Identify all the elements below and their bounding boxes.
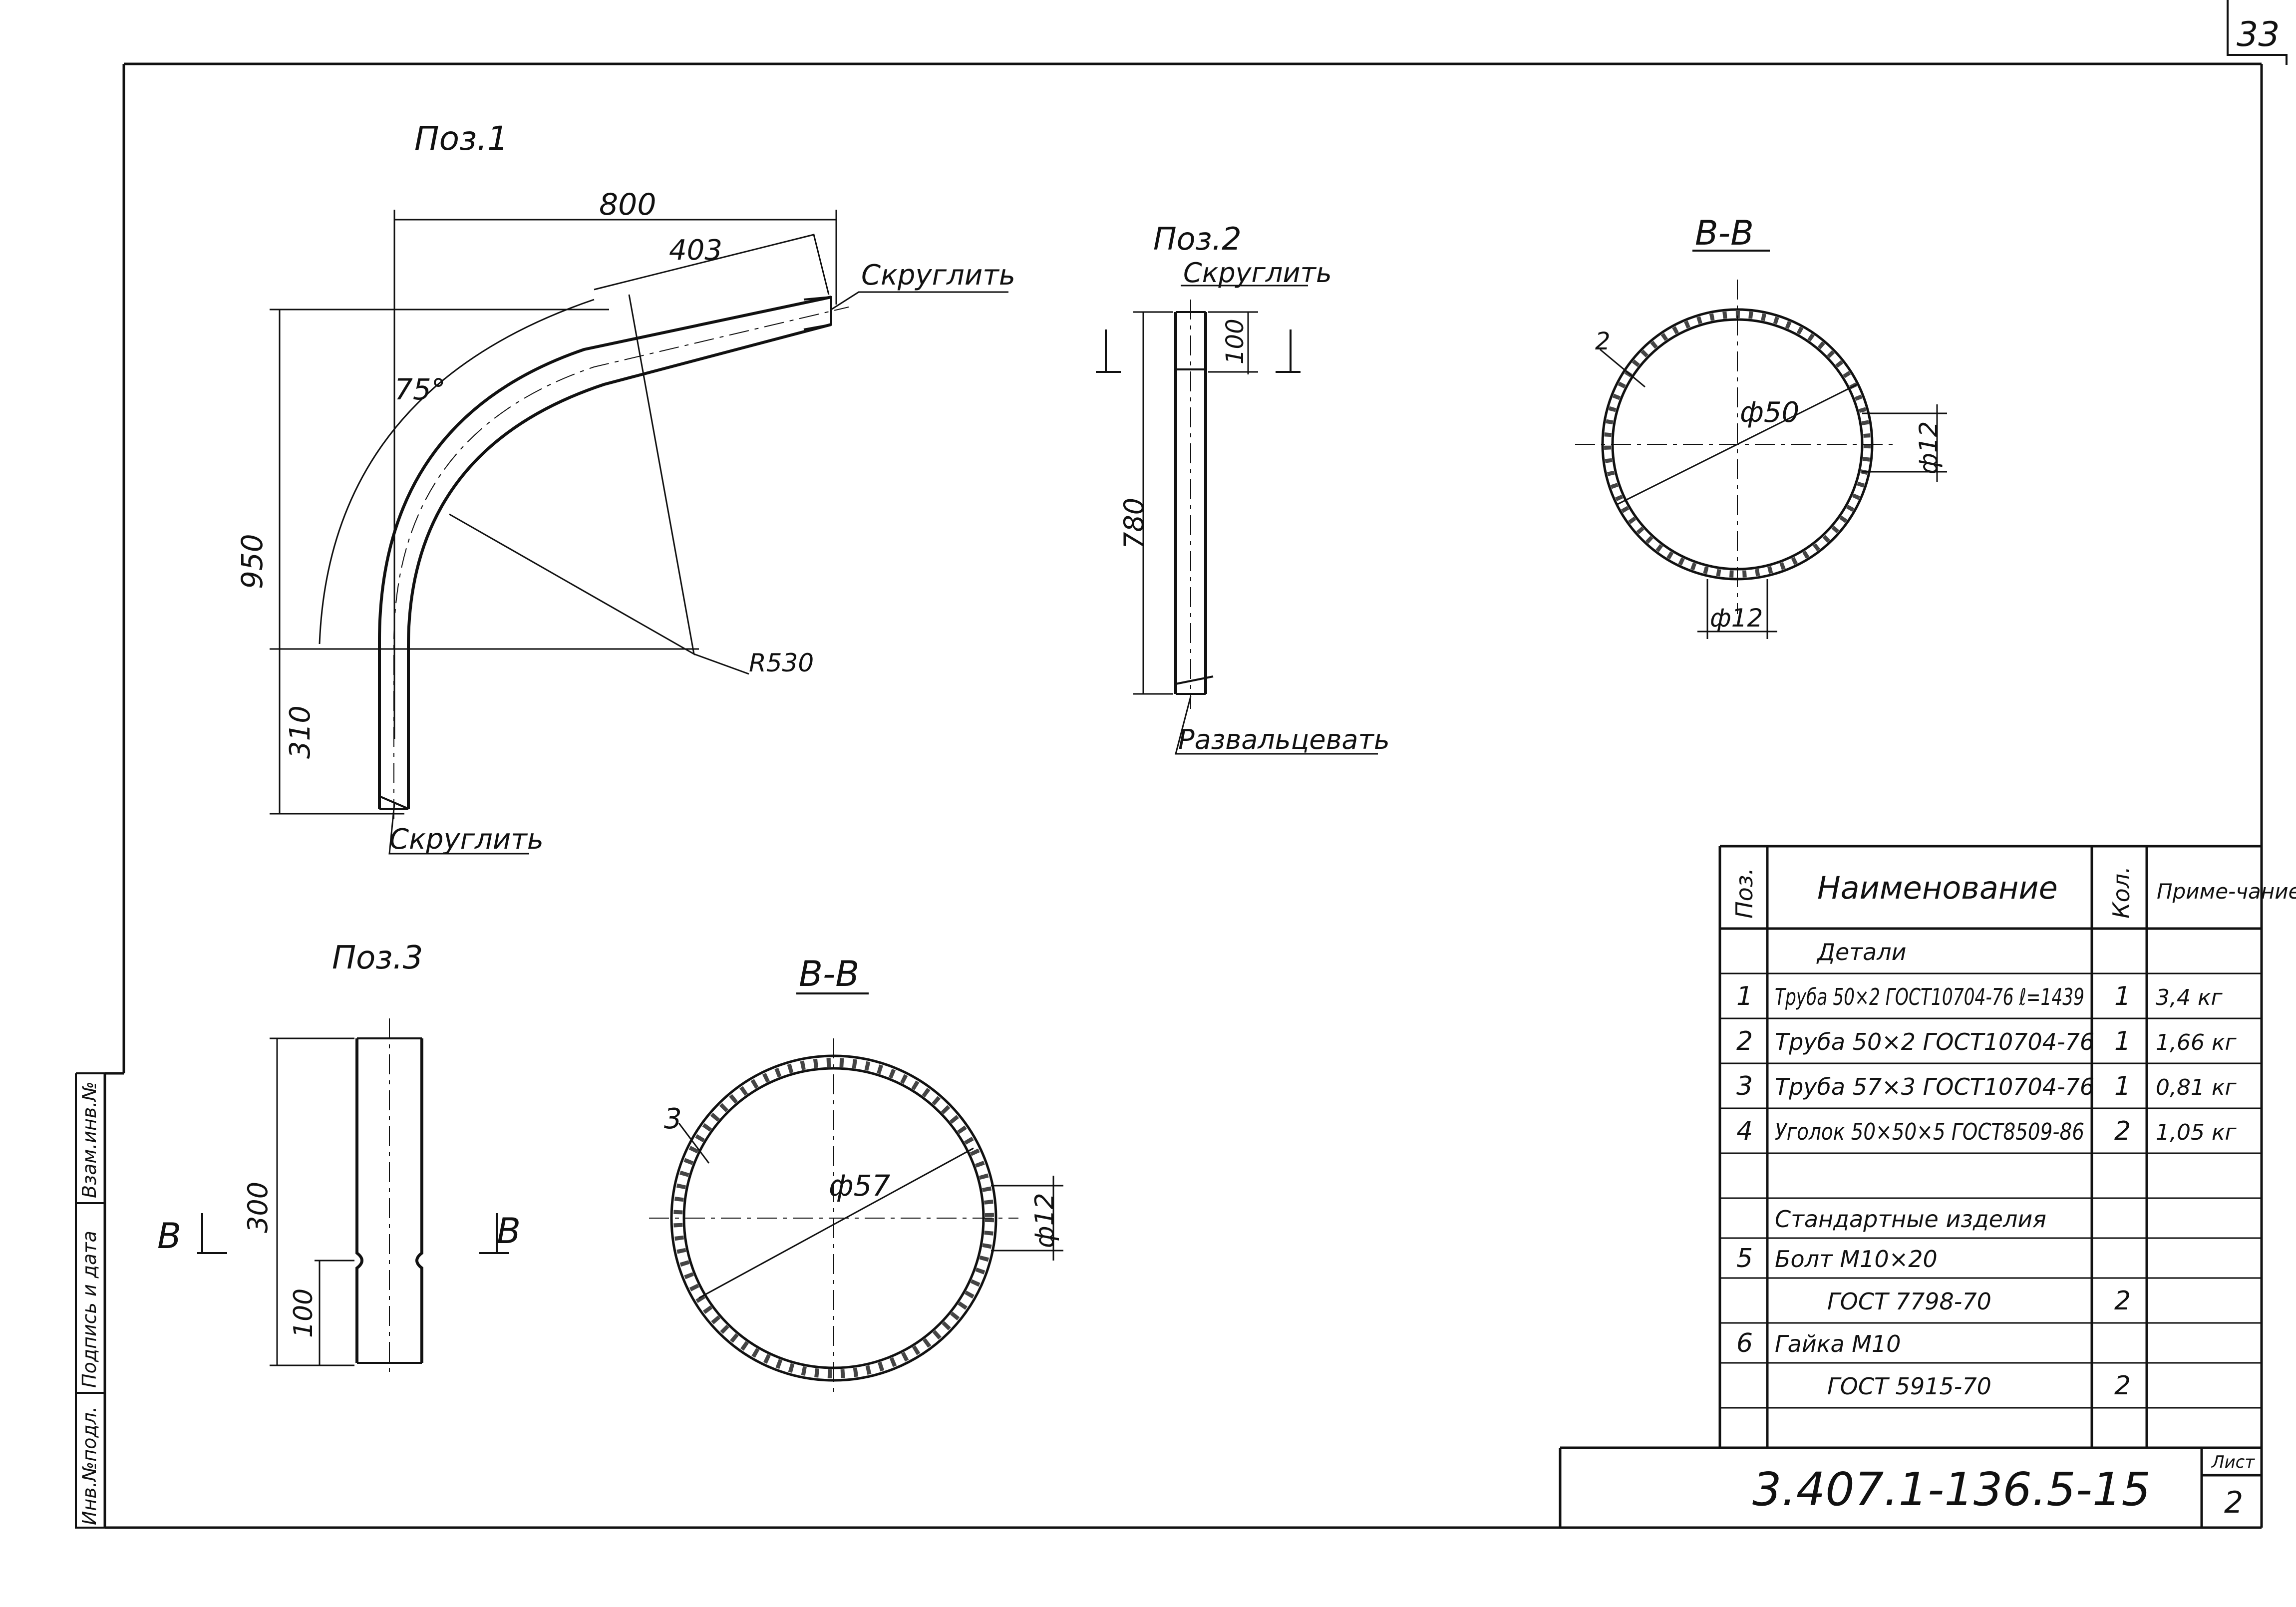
spec-cell-name: Уголок 50×50×5 ГОСТ8509-86 bbox=[1775, 1118, 2084, 1145]
section-top-title: В-В bbox=[1695, 214, 1754, 253]
pos3-dim-300: 300 bbox=[242, 1182, 274, 1233]
spec-header-pos: Поз. bbox=[1731, 868, 1758, 919]
spec-table: Поз. Наименование Кол. Приме-чание Детал… bbox=[1718, 845, 2296, 1448]
pos2-title: Поз.2 bbox=[1153, 221, 1242, 257]
drawing-frame bbox=[103, 0, 2288, 1529]
spec-cell-name: ГОСТ 7798-70 bbox=[1827, 1288, 1991, 1315]
spec-cell-note: 1,66 кг bbox=[2156, 1030, 2237, 1055]
spec-header-name: Наименование bbox=[1817, 870, 2058, 906]
spec-cell-pos: 3 bbox=[1736, 1071, 1753, 1101]
section-bottom-title: В-В bbox=[799, 954, 859, 994]
section-top-wall: 2 bbox=[1595, 327, 1611, 355]
pos1-dim-950: 950 bbox=[235, 534, 269, 589]
spec-cell-qty: 2 bbox=[2114, 1116, 2131, 1146]
pos2-dim-780: 780 bbox=[1118, 498, 1150, 549]
section-top: В-В ф50 2 ф12 ф12 bbox=[1575, 214, 1947, 639]
spec-cell-name: Детали bbox=[1816, 939, 1907, 965]
spec-cell-name: Труба 57×3 ГОСТ10704-76 bbox=[1775, 1073, 2094, 1100]
spec-cell-pos: 4 bbox=[1736, 1116, 1753, 1146]
pos1-dim-403: 403 bbox=[669, 234, 722, 267]
spec-header-note: Приме-чание bbox=[2157, 879, 2296, 904]
side-stamp: Инв.№подл. Подпись и дата Взам.инв.№ bbox=[75, 1072, 105, 1529]
stamp-sign-date: Подпись и дата bbox=[78, 1231, 100, 1388]
doc-number: 3.407.1-136.5-15 bbox=[1752, 1463, 2151, 1516]
spec-cell-name: Гайка М10 bbox=[1775, 1330, 1901, 1357]
spec-header-qty: Кол. bbox=[2108, 866, 2135, 919]
pos3-cut-right: В bbox=[497, 1211, 521, 1252]
spec-cell-pos: 2 bbox=[1736, 1026, 1753, 1056]
spec-cell-qty: 1 bbox=[2114, 981, 2131, 1011]
sheet-number: 2 bbox=[2224, 1485, 2243, 1520]
pos2-dim-100: 100 bbox=[1221, 319, 1249, 364]
pos1-round-top: Скруглить bbox=[861, 259, 1015, 292]
spec-cell-name: Стандартные изделия bbox=[1775, 1206, 2046, 1233]
pos3-cut-left: В bbox=[157, 1216, 181, 1257]
sheet-label: Лист bbox=[2211, 1452, 2255, 1472]
pos1-angle: 75° bbox=[394, 372, 446, 406]
pos2-drawing: Поз.2 Скруглить 780 100 Развальцевать bbox=[1096, 221, 1390, 755]
page-number: 33 bbox=[2237, 15, 2280, 54]
section-bottom-hole-side: ф12 bbox=[1030, 1193, 1060, 1248]
spec-cell-qty: 2 bbox=[2114, 1286, 2131, 1316]
pos1-dim-800: 800 bbox=[599, 187, 656, 222]
spec-cell-note: 3,4 кг bbox=[2156, 985, 2223, 1010]
pos3-dim-100: 100 bbox=[289, 1288, 319, 1338]
spec-cell-pos: 5 bbox=[1736, 1244, 1753, 1274]
spec-cell-note: 1,05 кг bbox=[2156, 1120, 2237, 1145]
title-block: 3.407.1-136.5-15 Лист 2 bbox=[1559, 1446, 2262, 1528]
section-top-hole-side: ф12 bbox=[1914, 421, 1943, 474]
spec-cell-pos: 1 bbox=[1736, 981, 1753, 1011]
spec-cell-name: ГОСТ 5915-70 bbox=[1827, 1373, 1991, 1400]
section-bottom: В-В ф57 3 ф12 bbox=[649, 954, 1063, 1398]
section-bottom-wall: 3 bbox=[664, 1103, 682, 1135]
pos1-round-bottom: Скруглить bbox=[389, 823, 544, 856]
spec-cell-name: Болт М10×20 bbox=[1775, 1246, 1938, 1273]
section-top-hole-bottom: ф12 bbox=[1710, 604, 1763, 633]
section-top-diameter: ф50 bbox=[1740, 396, 1799, 429]
pos2-round-label: Скруглить bbox=[1183, 257, 1332, 289]
pos1-dim-310: 310 bbox=[284, 705, 317, 759]
stamp-replace-inv: Взам.инв.№ bbox=[78, 1081, 100, 1198]
spec-cell-name: Труба 50×2 ГОСТ10704-76 ℓ=1439 bbox=[1775, 983, 2084, 1010]
pos1-title: Поз.1 bbox=[414, 119, 508, 158]
pos1-radius: R530 bbox=[749, 648, 814, 677]
pos3-drawing: Поз.3 300 100 В В bbox=[157, 940, 521, 1378]
spec-cell-note: 0,81 кг bbox=[2156, 1075, 2237, 1100]
pos3-title: Поз.3 bbox=[332, 940, 423, 976]
spec-rows: Детали 1 Труба 50×2 ГОСТ10704-76 ℓ=1439 1 3,… bbox=[1736, 939, 2237, 1401]
spec-cell-qty: 2 bbox=[2114, 1371, 2131, 1401]
section-bottom-diameter: ф57 bbox=[829, 1169, 890, 1203]
spec-cell-name: Труба 50×2 ГОСТ10704-76 bbox=[1775, 1028, 2094, 1055]
pos1-drawing: Поз.1 800 403 950 310 75° R530 Скруглить… bbox=[235, 119, 1015, 856]
spec-cell-pos: 6 bbox=[1736, 1328, 1753, 1358]
pos2-flare-label: Развальцевать bbox=[1178, 724, 1390, 755]
stamp-inv-no: Инв.№подл. bbox=[78, 1406, 100, 1525]
spec-cell-qty: 1 bbox=[2114, 1026, 2131, 1056]
spec-cell-qty: 1 bbox=[2114, 1071, 2131, 1101]
